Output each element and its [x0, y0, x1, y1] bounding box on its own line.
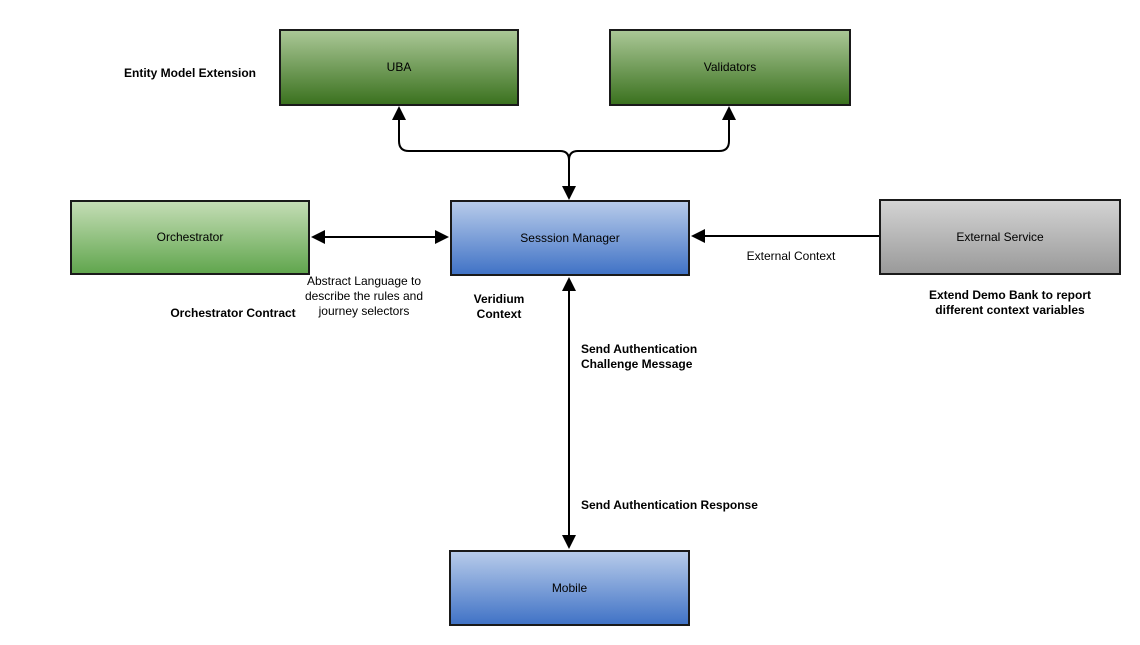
node-mobile-label: Mobile — [551, 580, 588, 595]
label-orchestrator-contract: Orchestrator Contract — [170, 306, 296, 320]
arrowhead-into-session-manager-left — [435, 230, 449, 244]
label-send-auth-response: Send Authentication Response — [581, 498, 758, 512]
arrowhead-into-orchestrator — [311, 230, 325, 244]
node-uba-label: UBA — [386, 60, 412, 74]
node-validators: Validators — [609, 29, 851, 106]
node-orchestrator: Orchestrator — [70, 200, 310, 275]
label-abstract-language: Abstract Language to describe the rules … — [304, 274, 424, 318]
arrowhead-into-session-manager-bottom — [562, 277, 576, 291]
node-session-manager-label: Sesssion Manager — [520, 230, 620, 245]
label-entity-model-extension: Entity Model Extension — [123, 66, 256, 80]
node-validators-label: Validators — [703, 60, 757, 74]
arrowhead-into-mobile — [562, 535, 576, 549]
node-external-service-label: External Service — [956, 229, 1044, 244]
label-veridium-context: Veridium Context — [473, 292, 525, 321]
connector-session-manager-to-uba — [398, 115, 570, 192]
node-external-service: External Service — [879, 199, 1121, 275]
node-orchestrator-label: Orchestrator — [156, 230, 224, 244]
arrowhead-into-session-manager-right — [691, 229, 705, 243]
label-external-context: External Context — [746, 249, 836, 263]
label-extend-demo-bank: Extend Demo Bank to report different con… — [928, 288, 1092, 317]
arrowhead-into-uba — [392, 106, 406, 120]
node-uba: UBA — [279, 29, 519, 106]
arrowhead-into-validators — [722, 106, 736, 120]
arrowhead-into-session-manager-top — [562, 186, 576, 200]
node-mobile: Mobile — [449, 550, 690, 626]
label-send-auth-challenge: Send Authentication Challenge Message — [581, 342, 698, 371]
connector-session-manager-to-validators — [568, 115, 730, 161]
node-session-manager: Sesssion Manager — [450, 200, 690, 276]
